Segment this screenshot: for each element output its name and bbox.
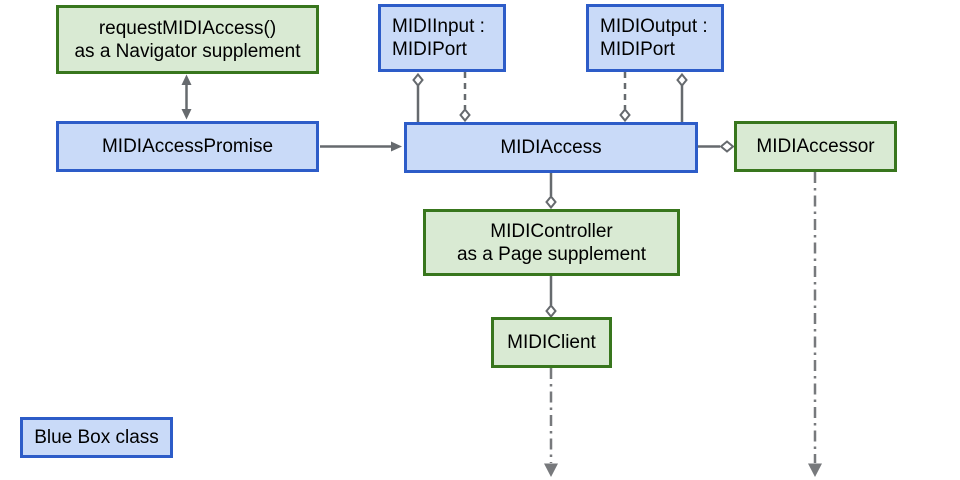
box-midi-client-label: MIDIClient	[507, 332, 596, 353]
connector-input-access-aggregation	[412, 72, 424, 122]
box-request-midi-access-line2: as a Navigator supplement	[74, 40, 301, 62]
box-midi-client: MIDIClient	[491, 317, 612, 368]
box-midi-access-label: MIDIAccess	[500, 137, 602, 158]
box-midi-output: MIDIOutput : MIDIPort	[586, 4, 724, 72]
connector-promise-access-arrow	[320, 141, 402, 152]
connector-navigator-promise-double-arrow	[181, 74, 192, 120]
box-midi-input-line2: MIDIPort	[392, 39, 467, 60]
connector-accessor-dashdot-arrow	[808, 172, 822, 477]
box-midi-output-line1: MIDIOutput :	[600, 16, 708, 37]
box-midi-input-line1: MIDIInput :	[392, 16, 485, 37]
box-midi-accessor-label: MIDIAccessor	[756, 136, 875, 157]
connector-access-controller-aggregation	[545, 172, 557, 210]
connector-client-dashdot-arrow	[544, 368, 558, 477]
box-midi-controller: MIDIController as a Page supplement	[423, 209, 680, 276]
box-midi-input: MIDIInput : MIDIPort	[378, 4, 506, 72]
box-midi-access-promise-label: MIDIAccessPromise	[101, 136, 274, 157]
box-midi-output-line2: MIDIPort	[600, 39, 675, 60]
box-midi-access-promise: MIDIAccessPromise	[56, 121, 319, 172]
box-midi-controller-line1: MIDIController	[490, 220, 613, 242]
connector-access-output-dashed-aggregation	[619, 72, 631, 123]
box-midi-access: MIDIAccess	[404, 122, 698, 173]
box-midi-controller-line2: as a Page supplement	[456, 243, 647, 265]
legend-blue-box-class: Blue Box class	[20, 417, 173, 458]
connector-controller-client-aggregation	[545, 276, 557, 319]
box-request-midi-access-line1: requestMIDIAccess()	[98, 17, 277, 39]
legend-blue-box-class-label: Blue Box class	[34, 427, 159, 448]
connector-access-accessor-aggregation	[698, 140, 735, 153]
connector-access-input-dashed-aggregation	[459, 72, 471, 123]
box-midi-accessor: MIDIAccessor	[734, 121, 897, 172]
box-request-midi-access: requestMIDIAccess() as a Navigator suppl…	[56, 5, 319, 74]
connector-output-access-aggregation	[676, 72, 688, 122]
